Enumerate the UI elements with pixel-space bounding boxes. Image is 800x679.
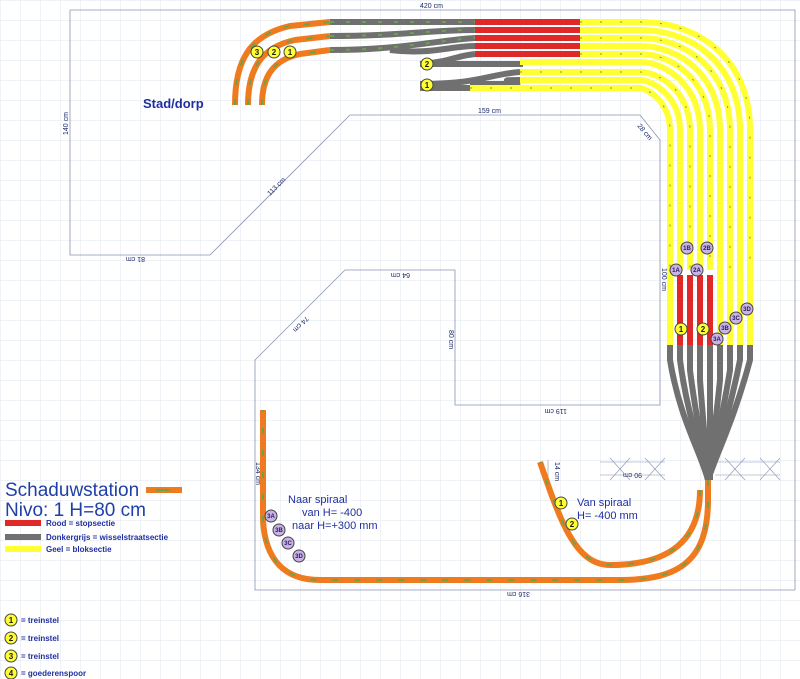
lower-switch-ladder	[667, 345, 753, 481]
svg-text:naar H=+300 mm: naar H=+300 mm	[292, 520, 378, 532]
marker-3a-left: 3A	[264, 509, 278, 523]
dim-inner-bottom: 81 cm	[126, 255, 145, 262]
baseboard-outlines	[69, 9, 796, 591]
upper-board-outline	[69, 9, 796, 591]
svg-text:Naar spiraal: Naar spiraal	[288, 494, 347, 506]
svg-text:1A: 1A	[672, 268, 680, 274]
svg-text:Van spiraal: Van spiraal	[577, 497, 631, 509]
marker-2b: 2B	[700, 241, 714, 255]
marker-1-right: 1	[674, 322, 688, 336]
svg-text:= treinstel: = treinstel	[21, 652, 59, 661]
svg-text:4: 4	[9, 669, 14, 678]
dim-inner-upper: 64 cm	[391, 271, 410, 278]
svg-text:H= -400 mm: H= -400 mm	[577, 510, 638, 522]
note-to-spiral: Naar spiraal van H= -400 naar H=+300 mm	[288, 494, 378, 532]
marker-legend-2: 2 = treinstel	[4, 631, 59, 645]
marker-3b-right: 3B	[718, 321, 732, 335]
dim-lower-left: 134 cm	[254, 462, 261, 485]
svg-text:= treinstel: = treinstel	[21, 634, 59, 643]
title-track-sample	[146, 487, 182, 493]
color-legend: Rood = stopsectie Donkergrijs = wisselst…	[5, 519, 169, 554]
dim-right-inner: 100 cm	[660, 268, 667, 291]
marker-2a: 2A	[690, 263, 704, 277]
marker-3-top: 3	[250, 45, 264, 59]
dimension-helpers	[547, 457, 781, 481]
legend-swatch-red	[5, 520, 41, 526]
svg-text:3A: 3A	[713, 337, 721, 343]
track-markers-purple: 1B 2B 1A 2A 3D 3C 3B 3A 3A 3B 3C 3D	[264, 241, 754, 563]
svg-text:2: 2	[9, 634, 14, 643]
legend-yellow-text: Geel = bloksectie	[46, 545, 112, 554]
marker-1-top: 1	[283, 45, 297, 59]
svg-text:2: 2	[425, 60, 430, 69]
svg-text:3B: 3B	[275, 528, 283, 534]
dim-top: 420 cm	[420, 3, 443, 10]
level-title: Nivo: 1 H=80 cm	[5, 500, 146, 521]
svg-text:van H= -400: van H= -400	[302, 507, 362, 519]
svg-text:1: 1	[559, 499, 564, 508]
legend-swatch-yellow	[5, 546, 41, 552]
svg-text:2: 2	[701, 325, 706, 334]
svg-text:3: 3	[9, 652, 14, 661]
svg-text:2: 2	[272, 48, 277, 57]
track-markers-yellow: 3 2 1 2 1 1 2 1 2	[250, 45, 710, 531]
marker-3c-left: 3C	[281, 536, 295, 550]
svg-text:1: 1	[9, 616, 14, 625]
marker-2-top: 2	[267, 45, 281, 59]
marker-3d-right: 3D	[740, 302, 754, 316]
svg-text:3D: 3D	[295, 554, 303, 560]
svg-text:1: 1	[679, 325, 684, 334]
svg-text:3B: 3B	[721, 326, 729, 332]
marker-legend-1: 1 = treinstel	[4, 613, 59, 627]
marker-2-spiral: 2	[565, 517, 579, 531]
legend-red-text: Rood = stopsectie	[46, 519, 116, 528]
marker-3a-right: 3A	[710, 332, 724, 346]
legend-gray-text: Donkergrijs = wisselstraatsectie	[46, 533, 169, 542]
marker-2-right: 2	[696, 322, 710, 336]
dim-left: 140 cm	[63, 112, 70, 135]
svg-text:3C: 3C	[732, 316, 740, 322]
dim-short-vertical: 14 cm	[553, 462, 560, 481]
legend-swatch-gray	[5, 534, 41, 540]
svg-text:= goederenspoor: = goederenspoor	[21, 669, 86, 678]
marker-legend-3: 3 = treinstel	[4, 649, 59, 663]
dim-inner-top: 159 cm	[478, 108, 501, 115]
marker-2-mid: 2	[420, 57, 434, 71]
marker-1-spiral: 1	[554, 496, 568, 510]
svg-text:3: 3	[255, 48, 260, 57]
dim-horizontal-short: 90 cm	[623, 471, 642, 478]
upper-switch-ladder-detail	[329, 21, 476, 51]
svg-text:1B: 1B	[683, 246, 691, 252]
note-from-spiral: Van spiraal H= -400 mm	[577, 497, 638, 522]
marker-1a: 1A	[669, 263, 683, 277]
block-sections-curve-edge	[470, 21, 751, 270]
marker-3d-left: 3D	[292, 549, 306, 563]
station-title: Schaduwstation	[5, 480, 139, 501]
svg-text:3C: 3C	[284, 541, 292, 547]
dim-inner-lower: 119 cm	[544, 407, 567, 414]
svg-text:2B: 2B	[703, 246, 711, 252]
dim-inner-vertical: 80 cm	[447, 330, 454, 349]
area-label-stad: Stad/dorp	[143, 96, 204, 111]
svg-text:2A: 2A	[693, 268, 701, 274]
marker-1-mid: 1	[420, 78, 434, 92]
dim-bottom: 316 cm	[507, 590, 530, 597]
svg-text:3D: 3D	[743, 307, 751, 313]
right-stop-sections	[677, 275, 713, 345]
svg-text:1: 1	[425, 81, 430, 90]
upper-stop-sections	[475, 19, 580, 57]
marker-3c-right: 3C	[729, 311, 743, 325]
svg-text:1: 1	[288, 48, 293, 57]
return-loop	[260, 410, 711, 583]
entrance-curves	[232, 19, 331, 106]
svg-text:2: 2	[570, 520, 575, 529]
svg-text:= treinstel: = treinstel	[21, 616, 59, 625]
marker-legend-4: 4 = goederenspoor	[4, 666, 86, 679]
marker-1b: 1B	[680, 241, 694, 255]
marker-legend: 1 = treinstel 2 = treinstel 3 = treinste…	[4, 613, 86, 679]
svg-text:3A: 3A	[267, 514, 275, 520]
marker-3b-left: 3B	[272, 523, 286, 537]
